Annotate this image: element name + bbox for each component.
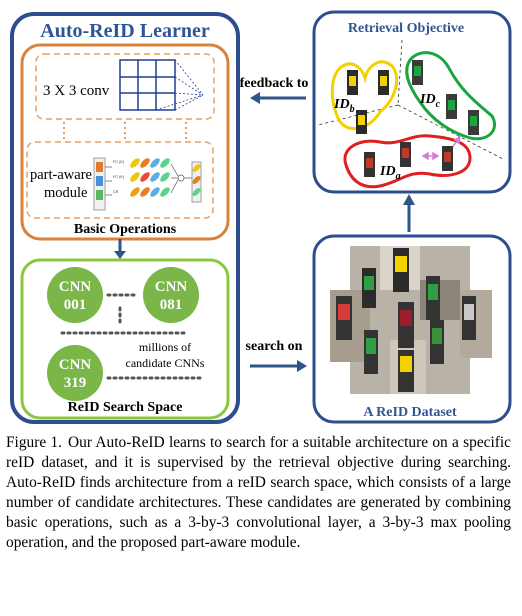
- search-on-label: search on: [246, 339, 303, 354]
- basic-ops-title: Basic Operations: [74, 222, 177, 237]
- id-a-label: IDa: [379, 164, 401, 182]
- distance-arrows: [421, 135, 461, 161]
- search-space-dots: [60, 293, 202, 380]
- module-label: module: [44, 185, 88, 201]
- cnn-node-319: CNN 319: [47, 345, 103, 401]
- conv-box: [35, 53, 215, 120]
- module-tag-3: CR: [113, 190, 119, 194]
- id-b-label: IDb: [333, 97, 355, 115]
- conv-kernel-icon: [119, 59, 176, 111]
- retrieval-person-thumbnails: [347, 60, 479, 177]
- feedback-label: feedback to: [240, 76, 309, 91]
- retrieval-frame: [312, 10, 512, 194]
- candidates-label-1: millions of: [139, 340, 191, 354]
- cnn-node-081-line2: 081: [160, 297, 183, 313]
- figure-caption: Figure 1.Our Auto-ReID learns to search …: [6, 433, 511, 553]
- caption-text: Our Auto-ReID learns to search for a sui…: [6, 434, 511, 551]
- basic-ops-frame: [20, 43, 230, 241]
- cnn-node-001-line1: CNN: [59, 279, 92, 295]
- id-c-label: IDc: [419, 92, 441, 110]
- feedback-arrow: [250, 92, 306, 104]
- retrieval-title: Retrieval Objective: [348, 21, 464, 36]
- search-space-frame: [20, 258, 230, 420]
- conv-projection-lines: [155, 59, 204, 111]
- dataset-title: A ReID Dataset: [363, 405, 457, 420]
- module-tag-1: FC (K): [113, 160, 125, 164]
- dotted-connector: [63, 122, 187, 140]
- conv-label: 3 X 3 conv: [43, 83, 110, 99]
- cnn-node-319-line2: 319: [64, 375, 87, 391]
- cnn-node-001-line2: 001: [64, 297, 87, 313]
- learner-title: Auto-ReID Learner: [40, 20, 210, 42]
- search-space-title: ReID Search Space: [68, 400, 183, 415]
- part-aware-box: [26, 141, 214, 219]
- learner-frame: [10, 12, 240, 424]
- cluster-id-c: [405, 51, 496, 141]
- dataset-frame: [312, 234, 512, 424]
- figure-diagram: Auto-ReID Learner 3 X 3 conv part-aware …: [10, 10, 512, 424]
- candidates-label-2: candidate CNNs: [126, 356, 205, 370]
- basic-to-search-arrow: [114, 239, 126, 259]
- cnn-node-081: CNN 081: [143, 267, 199, 323]
- cnn-node-001: CNN 001: [47, 267, 103, 323]
- search-on-arrow: [250, 360, 307, 372]
- cnn-node-319-line1: CNN: [59, 357, 92, 373]
- part-aware-label: part-aware: [30, 167, 92, 183]
- part-aware-module-diagram: FC (K) FC (K) CR: [93, 157, 202, 211]
- caption-label: Figure 1.: [6, 434, 63, 451]
- dataset-collage: [330, 246, 492, 394]
- cnn-node-081-line1: CNN: [155, 279, 188, 295]
- cluster-id-a: [343, 134, 472, 189]
- module-tag-2: FC (K): [113, 175, 125, 179]
- dataset-to-retrieval-arrow: [403, 194, 415, 232]
- cluster-id-b: [330, 60, 399, 130]
